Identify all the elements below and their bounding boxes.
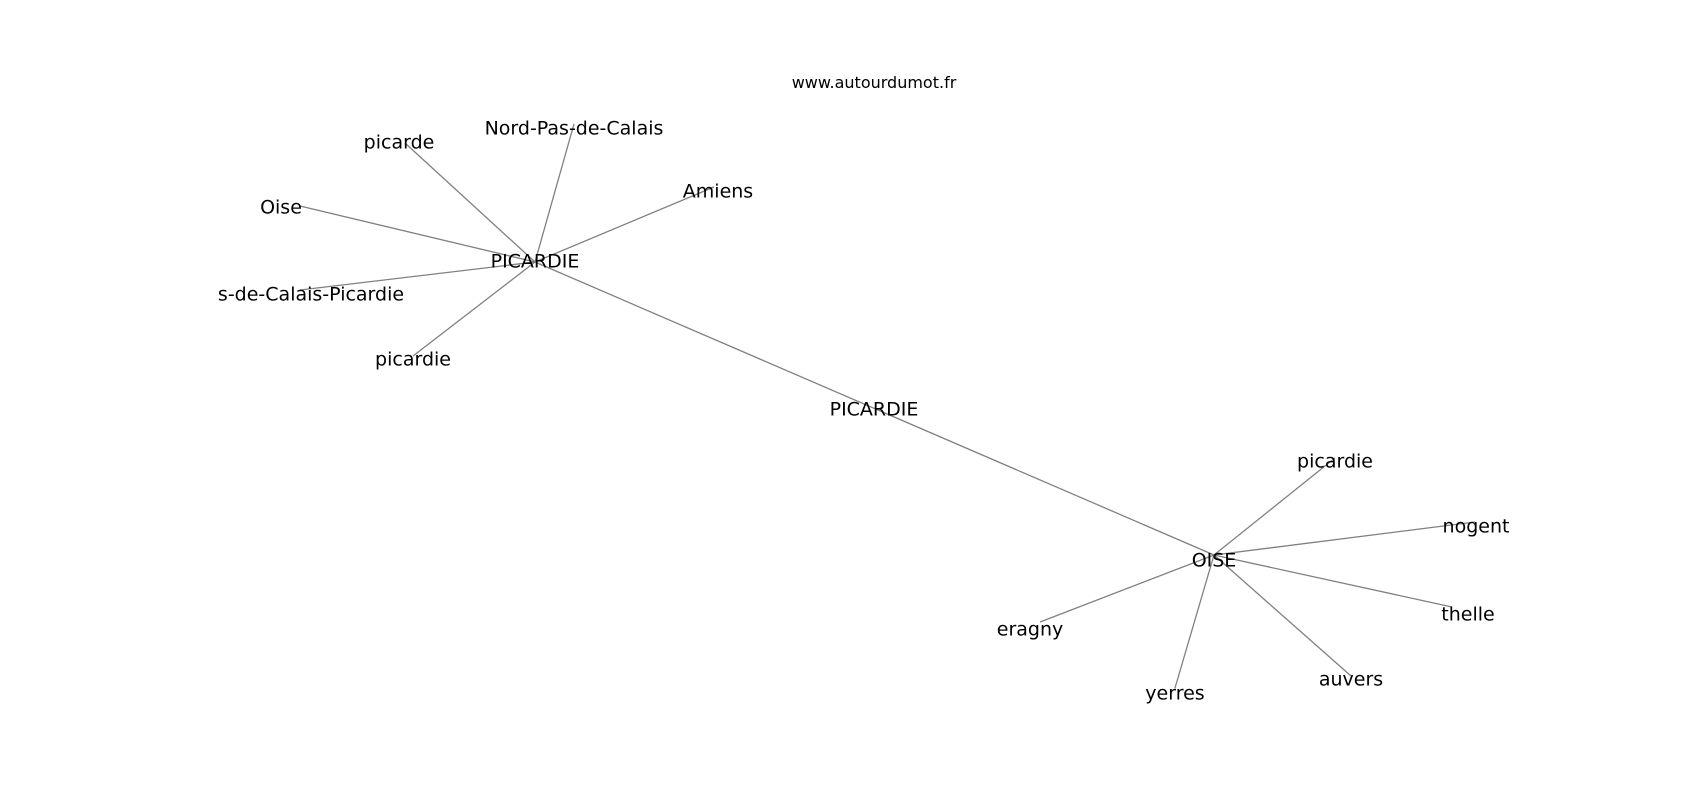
node-label-hub-picardie[interactable]: PICARDIE — [491, 251, 580, 273]
node-label-p-amiens[interactable]: Amiens — [683, 181, 753, 203]
node-label-hub-oise[interactable]: OISE — [1192, 550, 1237, 572]
node-label-p-oise[interactable]: Oise — [260, 197, 302, 219]
node-label-o-eragny[interactable]: eragny — [997, 619, 1064, 641]
edge-hub-picardie-p-amiens — [534, 186, 715, 263]
edges-layer — [299, 123, 1476, 689]
watermark-text: www.autourdumot.fr — [792, 73, 957, 92]
edge-hub-oise-o-thelle — [1213, 554, 1453, 608]
edge-hub-oise-o-yerres — [1174, 554, 1215, 689]
edge-hub-oise-o-eragny — [1039, 554, 1215, 623]
edge-hub-picardie-p-npdc-picardie — [299, 261, 536, 291]
node-label-o-yerres[interactable]: yerres — [1145, 683, 1204, 705]
edge-hub-picardie-p-picardie — [412, 261, 536, 357]
edge-hub-oise-o-picardie — [1213, 457, 1336, 556]
edge-hub-picardie-p-oise — [299, 205, 536, 263]
edge-hub-picardie-p-nord — [534, 123, 575, 263]
edge-hub-picardie-p-picarde — [404, 142, 536, 263]
node-label-p-picarde[interactable]: picarde — [364, 132, 435, 154]
labels-layer: PICARDIE PICARDIE OISE picarde Nord-Pas-de-C… — [218, 118, 1510, 705]
node-label-o-nogent[interactable]: nogent — [1443, 516, 1510, 538]
node-label-p-npdc-picardie[interactable]: s-de-Calais-Picardie — [218, 284, 404, 306]
node-label-o-picardie[interactable]: picardie — [1297, 451, 1373, 473]
node-label-p-nord[interactable]: Nord-Pas-de-Calais — [485, 118, 664, 140]
edge-hub-oise-o-auvers — [1213, 554, 1352, 677]
node-label-o-auvers[interactable]: auvers — [1319, 669, 1383, 691]
edge-hub-oise-o-nogent — [1213, 521, 1476, 556]
edge-hub-picardie-hub-oise — [534, 261, 1215, 556]
node-label-center[interactable]: PICARDIE — [830, 399, 919, 421]
node-label-o-thelle[interactable]: thelle — [1441, 604, 1494, 626]
node-label-p-picardie[interactable]: picardie — [375, 349, 451, 371]
